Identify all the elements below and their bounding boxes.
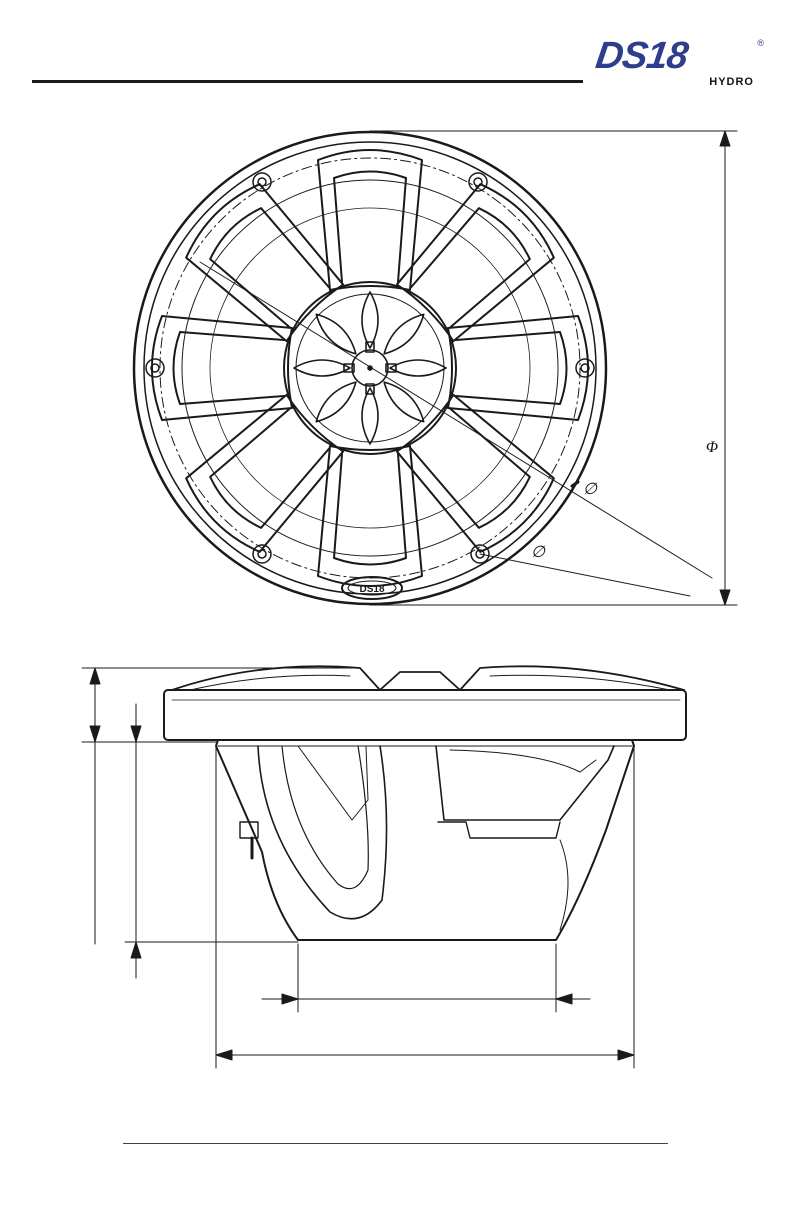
basket-body <box>216 740 634 940</box>
outer-diameter-symbol: Φ <box>706 439 718 456</box>
center-cap <box>344 342 396 394</box>
speaker-side-view <box>82 666 686 1068</box>
leader-arrow-mounting <box>572 482 578 486</box>
badge-text: DS18 <box>359 584 384 595</box>
terminal-block <box>438 822 560 838</box>
mounting-height-dimension <box>82 668 360 944</box>
grille-badge: DS18 <box>342 577 402 599</box>
basket-arm-right <box>436 746 614 820</box>
outer-diameter-dimension <box>370 131 737 605</box>
speaker-front-view: DS18 <box>134 131 737 605</box>
cutout-diameter-symbol: ∅ <box>531 544 546 561</box>
mounting-diameter-symbol: ∅ <box>583 481 598 498</box>
dimension-leaders <box>200 262 712 596</box>
grille-top-profile <box>172 666 684 690</box>
footer-rule <box>123 1143 668 1144</box>
flange <box>164 690 686 740</box>
magnet-diameter-dimension <box>262 944 590 1012</box>
depth-dimension <box>125 704 298 978</box>
